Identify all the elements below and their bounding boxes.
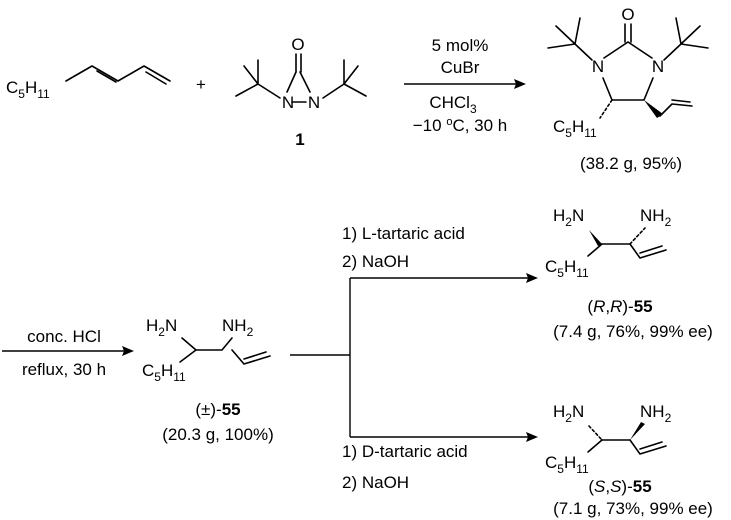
resolution-bottom-condition-1: 1) D-tartaric acid (342, 442, 468, 461)
branch-bottom-arrow-head (526, 432, 538, 442)
reagent-carbonyl-bond (295, 53, 302, 73)
rr-diamine: H2N NH2 C5H11 (R,R)-55 (7.4 g, 76%, 99% … (545, 206, 713, 341)
rr-chain-bond (587, 243, 603, 257)
resolution-top-condition-2: 2) NaOH (342, 252, 409, 271)
diene-double-bond-1 (96, 70, 117, 83)
product-solid-wedge (644, 100, 663, 118)
step2-condition-reflux: reflux, 30 h (22, 360, 106, 379)
plus-sign: + (196, 75, 206, 94)
product-oxygen-atom: O (621, 5, 634, 24)
reagent-compound-number: 1 (295, 130, 304, 149)
rr-label: (R,R)-55 (587, 297, 652, 316)
rr-amine-right: NH2 (640, 206, 672, 229)
ss-amine-left: H2N (553, 402, 584, 425)
diene-structure: C5H11 (6, 65, 171, 101)
product-urea-bonds (603, 41, 653, 59)
step2-arrow (2, 346, 134, 356)
racemate-yield: (20.3 g, 100%) (162, 425, 274, 444)
diene-double-bond-2 (145, 71, 167, 85)
reagent-oxygen-atom: O (291, 35, 304, 54)
step1-condition-catalyst-loading: 5 mol% (432, 36, 489, 55)
ss-yield: (7.1 g, 73%, 99% ee) (553, 499, 713, 518)
ss-label: (S,S)-55 (588, 477, 651, 496)
ss-vinyl-group (629, 439, 667, 455)
ss-chain-bond (587, 439, 603, 453)
rr-chain-label: C5H11 (545, 257, 589, 280)
imidazolidinone-product: O N N C5H11 (38.2 g, 95%) (547, 5, 709, 173)
racemate-chain-label: C5H11 (142, 361, 186, 384)
product-nitrogen-right: N (652, 57, 664, 76)
ss-wedge-right (630, 422, 645, 440)
ss-chain-label: C5H11 (545, 453, 589, 476)
resolution-branch (290, 273, 538, 442)
rr-vinyl-group (629, 243, 667, 259)
racemate-label: (±)-55 (195, 400, 240, 419)
ss-hash-left (588, 425, 603, 441)
diaziridinone-reagent: O N N 1 (235, 35, 367, 149)
racemic-diamine: H2N NH2 C5H11 (±)-55 (20.3 g, 100%) (142, 316, 274, 444)
racemate-chain-bond (179, 349, 197, 363)
product-hashed-wedge (599, 99, 613, 119)
product-yield: (38.2 g, 95%) (580, 154, 682, 173)
resolution-top-condition-1: 1) L-tartaric acid (342, 224, 465, 243)
reagent-nitrogen-right: N (308, 93, 320, 112)
product-nitrogen-left: N (592, 57, 604, 76)
reagent-tbu-left (235, 59, 281, 99)
product-chain-label: C5H11 (553, 117, 597, 140)
reagent-nitrogen-left: N (282, 93, 294, 112)
product-vinyl-group (659, 99, 693, 117)
rr-wedge-left (589, 230, 602, 246)
step2-arrow-head (122, 346, 134, 356)
product-ring-bonds (602, 77, 654, 101)
rr-yield: (7.4 g, 76%, 99% ee) (553, 322, 713, 341)
step2-condition-acid: conc. HCl (27, 327, 101, 346)
product-carbonyl-bond (624, 23, 632, 43)
reagent-tbu-right (322, 59, 367, 99)
step1-arrow (404, 79, 526, 89)
product-tbu-left (547, 17, 593, 61)
racemate-skeleton (181, 337, 271, 365)
step1-condition-catalyst: CuBr (441, 58, 480, 77)
branch-top-arrow-head (526, 273, 538, 283)
ss-amine-right: NH2 (640, 402, 672, 425)
step1-condition-temperature: −10 oC, 30 h (413, 116, 508, 135)
rr-hash-right (629, 227, 646, 245)
racemate-amine-right: NH2 (222, 316, 254, 339)
product-tbu-right (663, 17, 709, 61)
diene-chain-label: C5H11 (6, 78, 50, 101)
diene-backbone (65, 65, 171, 82)
ss-diamine: H2N NH2 C5H11 (S,S)-55 (7.1 g, 73%, 99% … (545, 402, 713, 518)
resolution-bottom-condition-2: 2) NaOH (342, 473, 409, 492)
reagent-ring-bonds (286, 71, 311, 103)
step1-condition-solvent: CHCl3 (429, 93, 477, 116)
racemate-amine-left: H2N (146, 316, 177, 339)
rr-amine-left: H2N (553, 206, 584, 229)
step1-arrow-head (514, 79, 526, 89)
